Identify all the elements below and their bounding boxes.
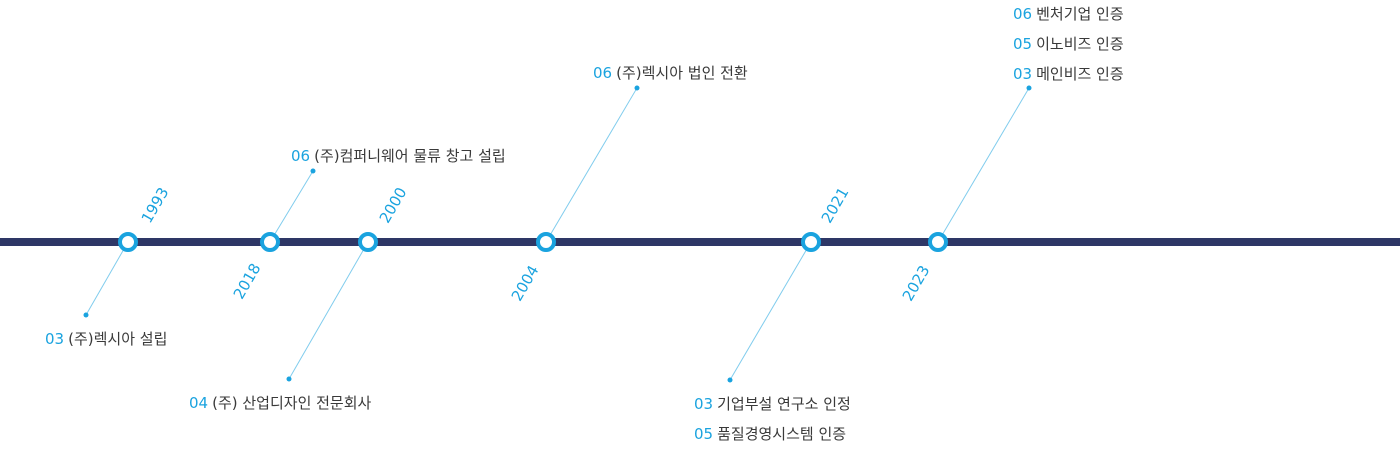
event-text: (주) 산업디자인 전문회사 xyxy=(212,394,372,412)
event-item: 06(주)컴퍼니웨어 물류 창고 설립 xyxy=(291,141,506,171)
event-month: 06 xyxy=(291,147,311,165)
connector-dot-2023 xyxy=(1026,85,1032,91)
timeline-node-1993 xyxy=(118,232,138,252)
connector-line-2004 xyxy=(545,87,638,243)
event-group-1993: 03(주)렉시아 설립 xyxy=(45,324,167,354)
event-month: 04 xyxy=(189,394,209,412)
connector-dot-2004 xyxy=(634,85,640,91)
event-group-2000: 04(주) 산업디자인 전문회사 xyxy=(189,388,371,418)
event-month: 03 xyxy=(45,330,65,348)
connector-line-1993 xyxy=(85,241,129,316)
connector-line-2000 xyxy=(288,241,369,380)
timeline-node-2021 xyxy=(801,232,821,252)
event-month: 05 xyxy=(694,425,714,443)
event-month: 03 xyxy=(694,395,714,413)
connector-line-2023 xyxy=(937,87,1030,243)
timeline-node-2004 xyxy=(536,232,556,252)
event-month: 06 xyxy=(1013,5,1033,23)
event-text: (주)렉시아 법인 전환 xyxy=(616,64,748,82)
event-text: 벤처기업 인증 xyxy=(1036,5,1124,23)
event-month: 06 xyxy=(593,64,613,82)
connector-dot-2021 xyxy=(727,377,733,383)
event-group-2004: 06(주)렉시아 법인 전환 xyxy=(593,58,748,88)
event-text: 품질경영시스템 인증 xyxy=(717,425,847,443)
event-text: 이노비즈 인증 xyxy=(1036,35,1124,53)
event-text: 기업부설 연구소 인정 xyxy=(717,395,851,413)
event-month: 03 xyxy=(1013,65,1033,83)
connector-dot-1993 xyxy=(83,312,89,318)
event-item: 04(주) 산업디자인 전문회사 xyxy=(189,388,371,418)
connector-lines xyxy=(83,85,1032,383)
timeline-node-2000 xyxy=(358,232,378,252)
event-text: 메인비즈 인증 xyxy=(1036,65,1124,83)
event-text: (주)컴퍼니웨어 물류 창고 설립 xyxy=(314,147,506,165)
timeline-diagram xyxy=(0,85,1400,383)
connector-line-2021 xyxy=(729,241,812,381)
event-text: (주)렉시아 설립 xyxy=(68,330,168,348)
event-item: 03(주)렉시아 설립 xyxy=(45,324,167,354)
event-group-2018: 06(주)컴퍼니웨어 물류 창고 설립 xyxy=(291,141,506,171)
connector-dot-2000 xyxy=(286,376,292,382)
connector-line-2018 xyxy=(269,170,314,243)
connector-dot-2018 xyxy=(310,168,316,174)
timeline-node-2023 xyxy=(928,232,948,252)
event-item: 06(주)렉시아 법인 전환 xyxy=(593,58,748,88)
event-month: 05 xyxy=(1013,35,1033,53)
timeline-nodes xyxy=(118,232,948,252)
timeline-node-2018 xyxy=(260,232,280,252)
